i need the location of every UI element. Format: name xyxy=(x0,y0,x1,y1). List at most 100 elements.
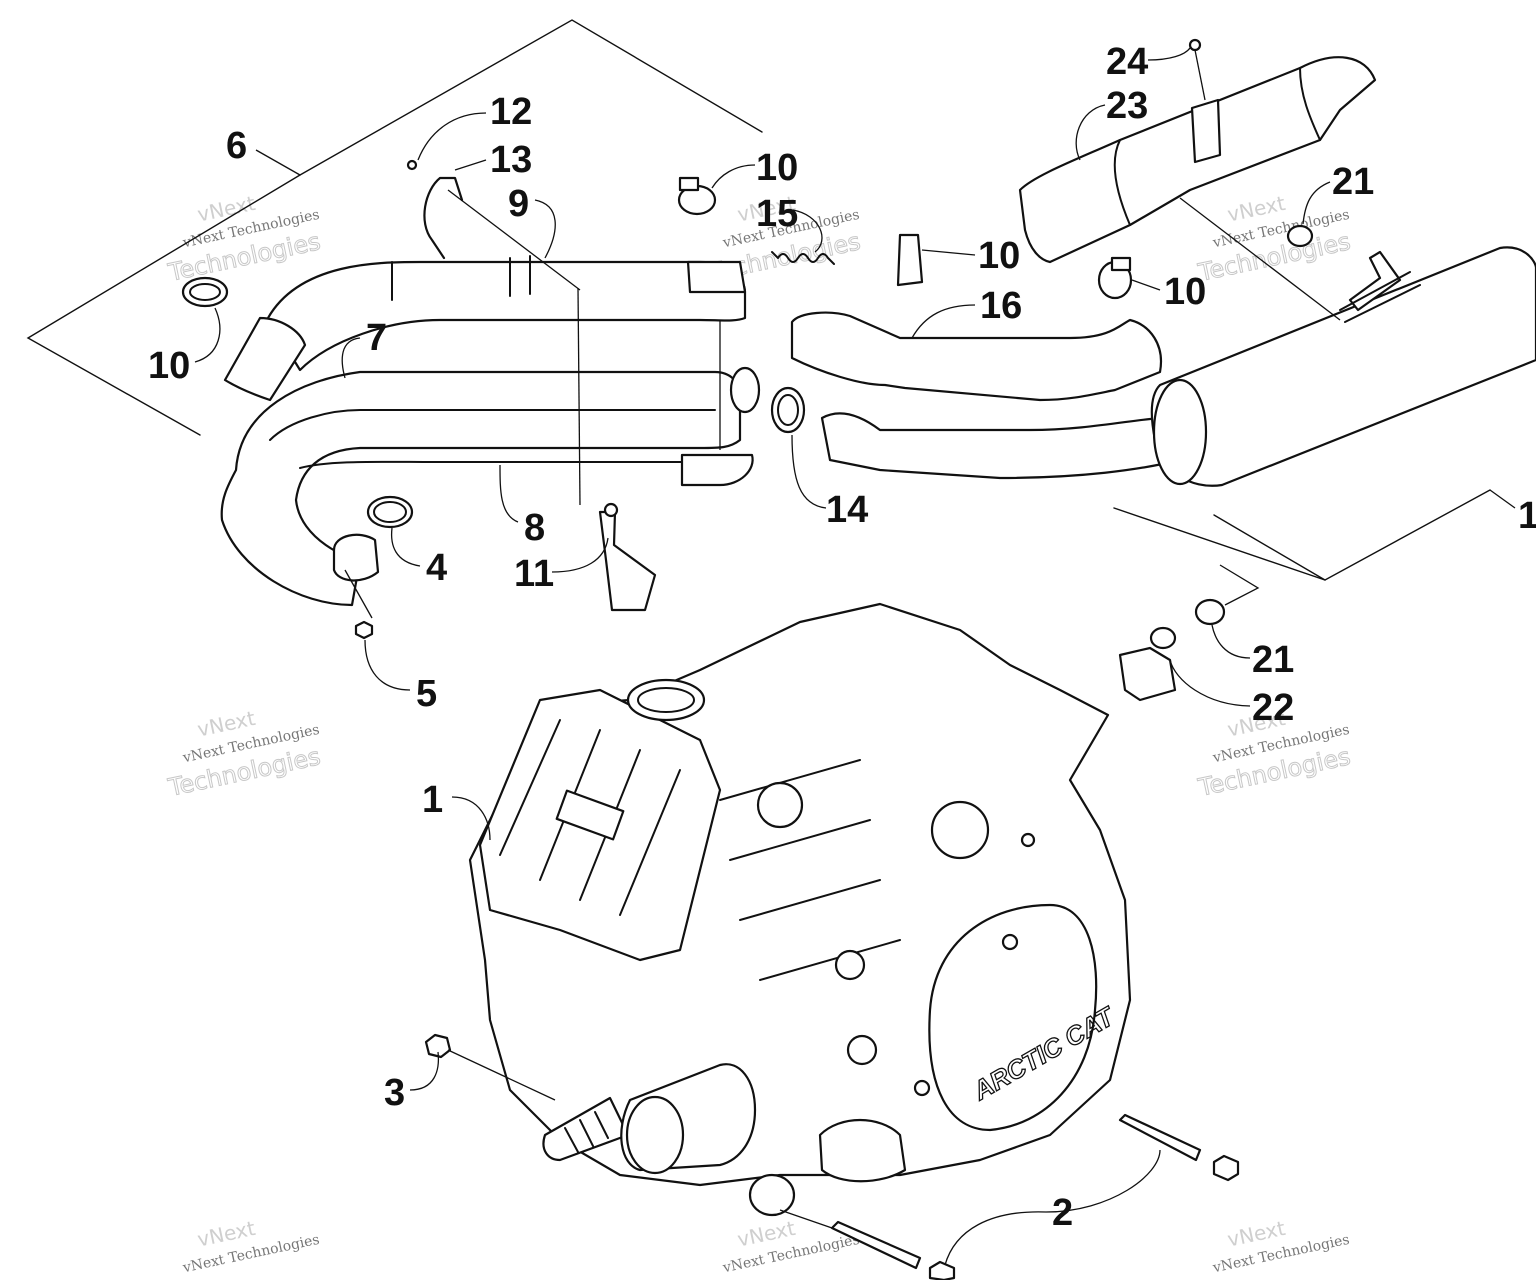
callout-22: 22 xyxy=(1252,687,1294,729)
front-exhaust-pipe-assembly xyxy=(220,159,761,607)
starter-motor-end xyxy=(625,1095,685,1175)
leader-6 xyxy=(255,149,301,176)
leader-10-rear-right xyxy=(1131,279,1161,291)
callout-10-upper: 10 xyxy=(756,147,798,189)
watermark-bottom-center: vNext vNext Technologies xyxy=(721,1216,861,1277)
callout-3: 3 xyxy=(384,1072,405,1114)
pipe-outlet-flange xyxy=(729,366,761,414)
engine-mount-bolt-lower-head xyxy=(928,1260,956,1280)
callout-1-muffler: 1 xyxy=(1518,495,1536,537)
grommet-21-axis xyxy=(1179,197,1341,321)
callout-21-top: 21 xyxy=(1332,161,1374,203)
assembly-boundaries xyxy=(26,19,1491,581)
leader-10-left xyxy=(194,307,221,363)
rear-pipe-clamp xyxy=(896,233,924,287)
watermark-bottom-right: vNext vNext Technologies xyxy=(1211,1216,1351,1277)
callout-12: 12 xyxy=(490,91,532,133)
front-small-parts xyxy=(181,176,835,640)
engine-assembly: ARCTIC CAT xyxy=(468,602,1132,1217)
callout-5: 5 xyxy=(416,673,437,715)
spark-arrestor-tailpipe xyxy=(1348,250,1402,312)
front-pipe-assembly-boundary-top xyxy=(299,19,763,176)
screw-24-axis xyxy=(1194,49,1206,101)
exhaust-port-sleeve xyxy=(332,533,380,582)
side-cover-bolt-left xyxy=(913,1079,931,1097)
engine-mount-bolt-upper xyxy=(1118,1113,1202,1162)
callout-labels: 1 2 3 4 5 6 7 8 9 10 10 10 10 11 12 13 1… xyxy=(148,41,1536,1234)
watermark-bottom-left: vNext vNext Technologies xyxy=(181,1216,321,1277)
intake-port xyxy=(626,678,706,722)
callout-2: 2 xyxy=(1052,1192,1073,1234)
callout-9: 9 xyxy=(508,183,529,225)
callout-15: 15 xyxy=(756,193,798,235)
output-shaft-splines xyxy=(564,1111,609,1153)
muffler-canister xyxy=(1150,246,1536,487)
engine-mount-bolt-upper-head xyxy=(1212,1154,1240,1182)
leader-16 xyxy=(911,304,976,339)
hex-nut-5 xyxy=(354,620,374,640)
engine-boss-4 xyxy=(846,1034,878,1066)
engine-boss-3 xyxy=(834,949,866,981)
leader-21-top xyxy=(1302,181,1331,225)
exhaust-spring xyxy=(771,251,835,265)
leader-12 xyxy=(417,112,487,161)
leader-23 xyxy=(1075,104,1106,161)
bracket-11-nut xyxy=(603,502,619,518)
bracket-11-axis-vertical xyxy=(577,287,581,506)
bracket-screw xyxy=(406,159,418,171)
hose-clamp-left xyxy=(181,276,229,308)
upper-pipe-inlet-sleeve xyxy=(223,316,307,402)
engine-hardware xyxy=(424,1033,1240,1280)
pipe-clamp-bracket xyxy=(423,176,464,260)
engine-mount-bushing xyxy=(748,1173,796,1217)
upper-pipe-heatshield-seam xyxy=(391,255,531,301)
front-pipe-assembly-boundary xyxy=(26,174,301,436)
callout-23: 23 xyxy=(1106,85,1148,127)
hose-clamp-rear-screw xyxy=(1110,256,1132,272)
engine-boss-2 xyxy=(930,800,990,860)
callout-8: 8 xyxy=(524,507,545,549)
callout-14: 14 xyxy=(826,489,868,531)
leader-9 xyxy=(534,199,556,259)
bolt-2-lower-axis xyxy=(779,1209,833,1229)
watermark-top-left: vNext vNext Technologies Technologies xyxy=(165,191,324,288)
callout-13: 13 xyxy=(490,139,532,181)
lower-header-pipe xyxy=(220,370,742,607)
leader-5 xyxy=(364,639,411,691)
leader-2-upper xyxy=(1045,1149,1161,1213)
callout-11: 11 xyxy=(514,553,554,595)
leader-21-22-link xyxy=(1219,564,1260,606)
intake-port-inner xyxy=(637,687,695,713)
hex-nut-3 xyxy=(424,1033,452,1059)
leader-11 xyxy=(551,537,609,573)
muffler-inlet-cap xyxy=(1152,378,1208,486)
heat-shield-screw xyxy=(1188,38,1202,52)
upper-header-pipe xyxy=(266,260,747,372)
rubber-grommet-lower xyxy=(1194,598,1226,626)
callout-16: 16 xyxy=(980,285,1022,327)
leader-8 xyxy=(499,464,519,523)
side-cover-bolt-right xyxy=(1020,832,1036,848)
leader-24 xyxy=(1147,47,1191,61)
lower-pipe-outlet-end xyxy=(680,453,754,487)
rear-pipe-lower-section xyxy=(820,412,1182,480)
nut-3-axis xyxy=(447,1049,556,1101)
rear-exhaust-pipe xyxy=(790,311,1163,402)
leader-lines xyxy=(194,47,1516,1266)
leader-22 xyxy=(1169,659,1251,707)
callout-4: 4 xyxy=(426,547,447,589)
heat-shield-bracket xyxy=(1190,98,1222,164)
leader-3 xyxy=(409,1051,440,1091)
leader-7 xyxy=(341,337,361,379)
leader-1 xyxy=(451,796,491,841)
oil-filter-housing xyxy=(818,1118,907,1183)
exhaust-gasket-inner xyxy=(373,501,407,523)
crankcase-cylinder-ribs xyxy=(719,759,901,981)
rubber-grommet-upper xyxy=(1286,224,1314,248)
muffler-gasket-inner xyxy=(777,394,799,426)
engine-mount-bolt-lower xyxy=(830,1220,922,1270)
stator-side-cover xyxy=(928,903,1098,1132)
lower-pipe-inner-contour xyxy=(269,409,721,469)
leader-2 xyxy=(944,1211,1047,1266)
